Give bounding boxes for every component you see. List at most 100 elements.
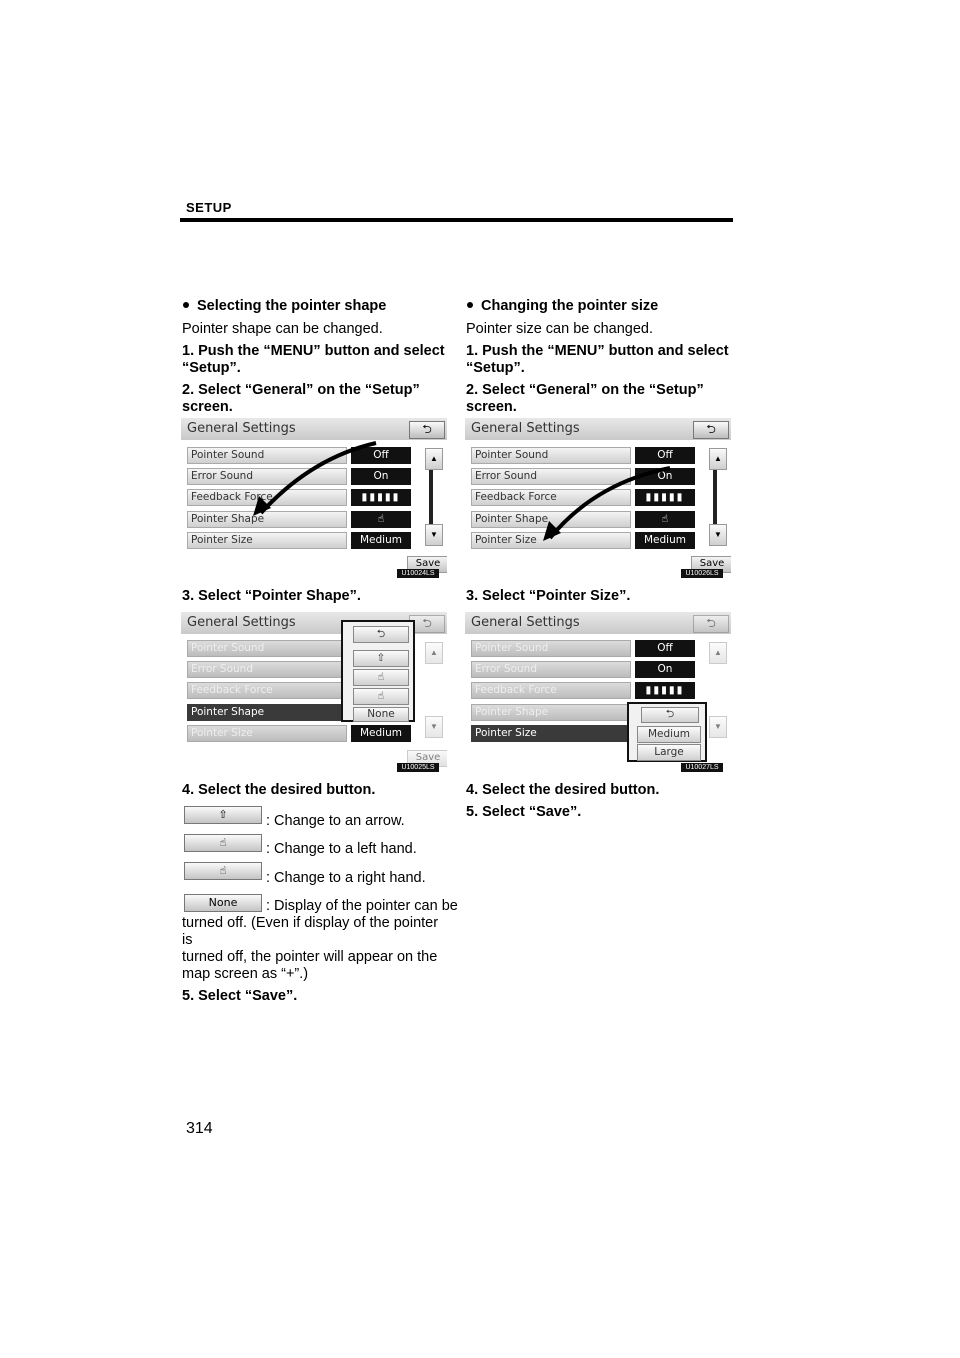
arrow-pointer-button[interactable]: ⇧: [353, 650, 409, 667]
left-step1b: “Setup”.: [182, 360, 241, 376]
row-value: On: [635, 661, 695, 678]
row-label: Pointer Size: [471, 725, 631, 742]
row-pointer-shape[interactable]: Pointer Shape: [471, 704, 707, 721]
scrollbar[interactable]: [429, 450, 433, 540]
right-step2b: screen.: [466, 399, 517, 415]
row-label: Pointer Size: [187, 725, 347, 742]
medium-button[interactable]: Medium: [637, 726, 701, 743]
legend-right-hand-text: : Change to a right hand.: [266, 870, 426, 886]
row-feedback-force[interactable]: Feedback Force▮▮▮▮▮: [471, 489, 707, 506]
back-button[interactable]: ⮌: [409, 615, 445, 633]
row-label: Feedback Force: [471, 682, 631, 699]
row-value: Off: [635, 640, 695, 657]
note-line-1: turned off. (Even if display of the poin…: [182, 915, 439, 948]
large-button[interactable]: Large: [637, 744, 701, 761]
popup-back-button[interactable]: ⮌: [353, 626, 409, 643]
left-step1a: 1. Push the “MENU” button and select: [182, 343, 445, 359]
row-pointer-shape[interactable]: Pointer Shape☝: [471, 511, 707, 528]
screen-title: General Settings: [187, 615, 296, 630]
row-label: Pointer Shape: [471, 511, 631, 528]
left-column: Selecting the pointer shape Pointer shap…: [182, 298, 448, 416]
row-label: Pointer Sound: [471, 447, 631, 464]
popup-back-button[interactable]: ⮌: [641, 707, 699, 723]
row-label: Error Sound: [187, 468, 347, 485]
arrow-pointer-icon: [253, 441, 377, 516]
figure-code: U10024LS: [397, 569, 439, 578]
none-button[interactable]: None: [353, 707, 409, 722]
title-bar: [465, 612, 731, 634]
row-value: Off: [635, 447, 695, 464]
row-pointer-size[interactable]: Pointer Size: [471, 725, 707, 742]
right-step3: 3. Select “Pointer Size”.: [466, 588, 631, 604]
left-step3-block: 3. Select “Pointer Shape”.: [182, 588, 448, 605]
arrow-pointer-icon: [543, 466, 671, 541]
right-steps-block: 4. Select the desired button. 5. Select …: [466, 782, 732, 821]
row-feedback-force[interactable]: Feedback Force: [187, 682, 423, 699]
row-value: Medium: [635, 532, 695, 549]
note-line-2: turned off, the pointer will appear on t…: [182, 949, 438, 965]
page-number: 314: [186, 1120, 213, 1137]
row-pointer-sound[interactable]: Pointer Sound: [187, 640, 423, 657]
left-hand-button[interactable]: ☝: [353, 669, 409, 686]
screenshot-pointer-shape-popup: General Settings ⮌ Pointer Sound Error S…: [181, 612, 447, 772]
screen-title: General Settings: [187, 421, 296, 436]
title-bar: [465, 418, 731, 440]
scroll-up-icon[interactable]: ▲: [425, 448, 443, 470]
legend-none-text: : Display of the pointer can be: [266, 898, 458, 914]
left-step5: 5. Select “Save”.: [182, 988, 298, 1004]
row-pointer-shape[interactable]: Pointer Shape☝: [187, 511, 423, 528]
scroll-down-icon[interactable]: ▼: [709, 524, 727, 546]
row-error-sound[interactable]: Error Sound: [187, 661, 423, 678]
arrow-legend-icon: ⇧: [184, 806, 262, 824]
row-value: ☝: [351, 511, 411, 528]
scroll-down-icon[interactable]: ▼: [425, 524, 443, 546]
shape-popup: ⮌ ⇧ ☝ ☝ None: [341, 620, 415, 722]
right-step1b: “Setup”.: [466, 360, 525, 376]
left-step4: 4. Select the desired button.: [182, 782, 376, 798]
row-label: Feedback Force: [187, 682, 347, 699]
scroll-down-icon[interactable]: ▼: [709, 716, 727, 738]
row-label: Pointer Shape: [471, 704, 631, 721]
row-label: Error Sound: [187, 661, 347, 678]
row-label: Pointer Sound: [471, 640, 631, 657]
right-step4: 4. Select the desired button.: [466, 782, 660, 798]
left-step3: 3. Select “Pointer Shape”.: [182, 588, 361, 604]
scroll-up-icon[interactable]: ▲: [709, 448, 727, 470]
scroll-down-icon[interactable]: ▼: [425, 716, 443, 738]
row-label: Pointer Sound: [187, 640, 347, 657]
scroll-up-icon[interactable]: ▲: [425, 642, 443, 664]
size-popup: ⮌ Medium Large: [627, 702, 707, 762]
row-value: ☝: [635, 511, 695, 528]
note-line-3: map screen as “+”.): [182, 966, 309, 982]
right-heading: Changing the pointer size: [466, 298, 732, 315]
none-legend-icon: None: [184, 894, 262, 912]
row-pointer-shape[interactable]: Pointer Shape: [187, 704, 423, 721]
right-step3-block: 3. Select “Pointer Size”.: [466, 588, 732, 605]
right-step2a: 2. Select “General” on the “Setup”: [466, 382, 704, 398]
right-hand-button[interactable]: ☝: [353, 688, 409, 705]
left-heading: Selecting the pointer shape: [182, 298, 448, 315]
back-button[interactable]: ⮌: [409, 421, 445, 439]
row-feedback-force[interactable]: Feedback Force▮▮▮▮▮: [471, 682, 707, 699]
header-rule: [180, 218, 733, 222]
row-value: ▮▮▮▮▮: [351, 489, 411, 506]
back-button[interactable]: ⮌: [693, 615, 729, 633]
row-value: ▮▮▮▮▮: [635, 489, 695, 506]
row-value: ▮▮▮▮▮: [635, 682, 695, 699]
back-button[interactable]: ⮌: [693, 421, 729, 439]
section-title: SETUP: [186, 200, 232, 215]
scroll-up-icon[interactable]: ▲: [709, 642, 727, 664]
right-step5: 5. Select “Save”.: [466, 804, 582, 820]
scrollbar[interactable]: [713, 450, 717, 540]
